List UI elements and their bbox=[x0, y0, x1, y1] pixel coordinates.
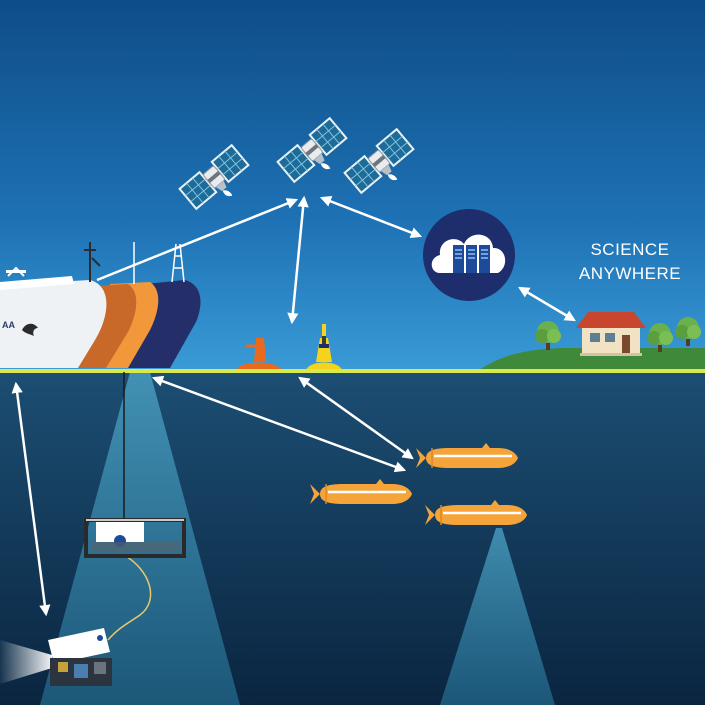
auv-sonar-beam bbox=[440, 528, 555, 705]
tether-cable bbox=[107, 554, 152, 641]
arrow-ship-satellite bbox=[96, 198, 299, 282]
towed-camera-icon bbox=[84, 518, 186, 558]
arrow-cloud-house bbox=[518, 286, 576, 322]
arrow-satellite-buoy bbox=[287, 195, 309, 325]
arrow-glider-auv bbox=[298, 376, 414, 460]
rov-light-beam bbox=[0, 640, 52, 684]
rov-icon bbox=[48, 628, 112, 686]
arrow-ship-rov bbox=[11, 381, 51, 617]
science-anywhere-label: SCIENCE ANYWHERE bbox=[560, 238, 700, 286]
arrow-satellite-cloud bbox=[319, 196, 423, 238]
headline-line-2: ANYWHERE bbox=[578, 264, 682, 283]
shore-land bbox=[476, 348, 705, 372]
svg-text:AA: AA bbox=[2, 320, 15, 330]
wave-glider-icon bbox=[236, 338, 282, 370]
buoy-icon bbox=[306, 324, 342, 370]
headline-line-1: SCIENCE bbox=[590, 240, 670, 259]
house-icon bbox=[576, 312, 646, 356]
ship-icon: AA bbox=[0, 242, 201, 368]
cloud-server-icon bbox=[423, 209, 515, 301]
waterline bbox=[0, 369, 705, 373]
